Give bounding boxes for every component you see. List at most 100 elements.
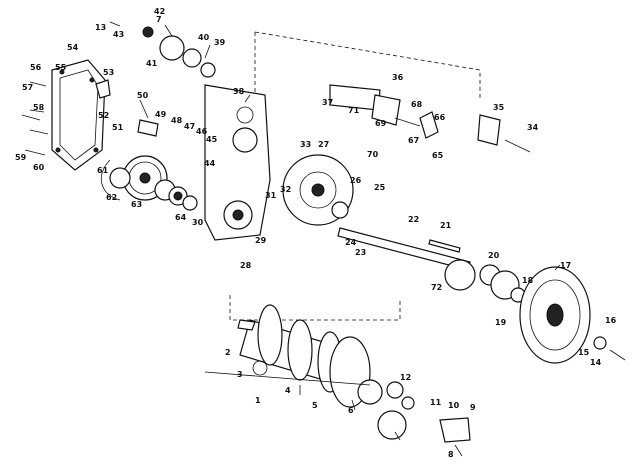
nut-42: [142, 26, 154, 38]
callout-55: 55: [55, 63, 67, 72]
washer-7d: [377, 410, 407, 440]
snap-ring-3: [252, 360, 268, 376]
callout-27: 27: [318, 140, 329, 149]
callout-64: 64: [175, 213, 187, 222]
bolt-50: [139, 99, 149, 119]
callout-15: 15: [578, 348, 590, 357]
callout-12: 12: [400, 373, 411, 382]
bolt-13: [609, 349, 626, 361]
callout-10: 10: [448, 401, 460, 410]
callout-56: 56: [30, 63, 42, 72]
callout-65: 65: [432, 151, 444, 160]
bolt-34: [504, 139, 531, 153]
callout-32: 32: [280, 185, 291, 194]
seal-ring: [401, 396, 415, 410]
callout-31: 31: [265, 191, 277, 200]
callout-46: 46: [196, 127, 208, 136]
bearing-64-inner: [173, 191, 183, 201]
callout-35: 35: [493, 103, 505, 112]
callout-43: 43: [113, 30, 124, 39]
washer-7c: [357, 379, 383, 405]
callout-28: 28: [240, 261, 252, 270]
ring-39: [200, 62, 216, 78]
callout-66: 66: [434, 113, 446, 122]
callout-13: 13: [95, 23, 106, 32]
callout-14: 14: [590, 358, 602, 367]
callout-29: 29: [255, 236, 267, 245]
callout-52: 52: [98, 111, 109, 120]
callout-18: 18: [522, 276, 534, 285]
bearing-12: [386, 381, 404, 399]
callout-68: 68: [411, 100, 423, 109]
callout-58: 58: [33, 103, 45, 112]
arm-66: [419, 111, 439, 139]
chaincase-housing: [204, 84, 271, 241]
callout-17: 17: [560, 261, 571, 270]
track-axle-shaft: [237, 319, 256, 331]
callout-2: 2: [225, 348, 231, 357]
callout-54: 54: [67, 43, 79, 52]
callout-45: 45: [206, 135, 218, 144]
callout-42: 42: [154, 7, 165, 16]
callout-30: 30: [192, 218, 204, 227]
callout-63: 63: [131, 200, 142, 209]
callout-22: 22: [408, 215, 419, 224]
callout-53: 53: [103, 68, 114, 77]
washer-30: [182, 195, 198, 211]
callout-26: 26: [350, 176, 362, 185]
callout-51: 51: [112, 123, 124, 132]
callout-34: 34: [527, 123, 539, 132]
callout-59: 59: [15, 153, 27, 162]
chaincase-cover: [51, 59, 106, 171]
callout-9: 9: [470, 403, 476, 412]
callout-60: 60: [33, 163, 45, 172]
bracket-35: [477, 114, 501, 146]
driven-pulley: [519, 266, 591, 364]
hub-26: [331, 201, 349, 219]
callout-57: 57: [22, 83, 33, 92]
callout-21: 21: [440, 221, 452, 230]
lever-36: [371, 94, 401, 126]
callout-37: 37: [322, 98, 333, 107]
washer-7a: [159, 35, 185, 61]
chain-segment: [100, 159, 121, 201]
callout-25: 25: [374, 183, 386, 192]
callout-71: 71: [348, 106, 360, 115]
callout-39: 39: [214, 38, 226, 47]
callout-19: 19: [495, 318, 507, 327]
callout-23: 23: [355, 248, 366, 257]
end-plate-9: [439, 417, 471, 443]
callout-67: 67: [408, 136, 419, 145]
leader-lines: [109, 21, 561, 441]
callout-70: 70: [367, 150, 379, 159]
callout-44: 44: [204, 159, 216, 168]
callout-50: 50: [137, 91, 149, 100]
bolt-49: [137, 119, 159, 137]
bearing-flange: [444, 259, 476, 291]
bolt-59: [21, 114, 49, 156]
callout-69: 69: [375, 119, 387, 128]
callout-61: 61: [97, 166, 109, 175]
callout-24: 24: [345, 238, 357, 247]
callout-6: 6: [348, 406, 354, 415]
callout-41: 41: [146, 59, 158, 68]
callout-40: 40: [198, 33, 210, 42]
callout-48: 48: [171, 116, 183, 125]
callout-11: 11: [430, 398, 442, 407]
callout-20: 20: [488, 251, 500, 260]
bearing-40: [182, 48, 202, 68]
callout-38: 38: [233, 87, 245, 96]
bolt-56: [29, 81, 47, 113]
callout-49: 49: [155, 110, 167, 119]
callout-5: 5: [312, 401, 318, 410]
callout-47: 47: [184, 122, 195, 131]
callout-62: 62: [106, 193, 117, 202]
callout-33: 33: [300, 140, 311, 149]
callout-8: 8: [448, 450, 454, 459]
callout-1: 1: [255, 396, 261, 405]
callout-36: 36: [392, 73, 404, 82]
callout-labels: 1234567891011121314151617181920212223242…: [15, 7, 617, 459]
bolt-8: [454, 444, 463, 457]
